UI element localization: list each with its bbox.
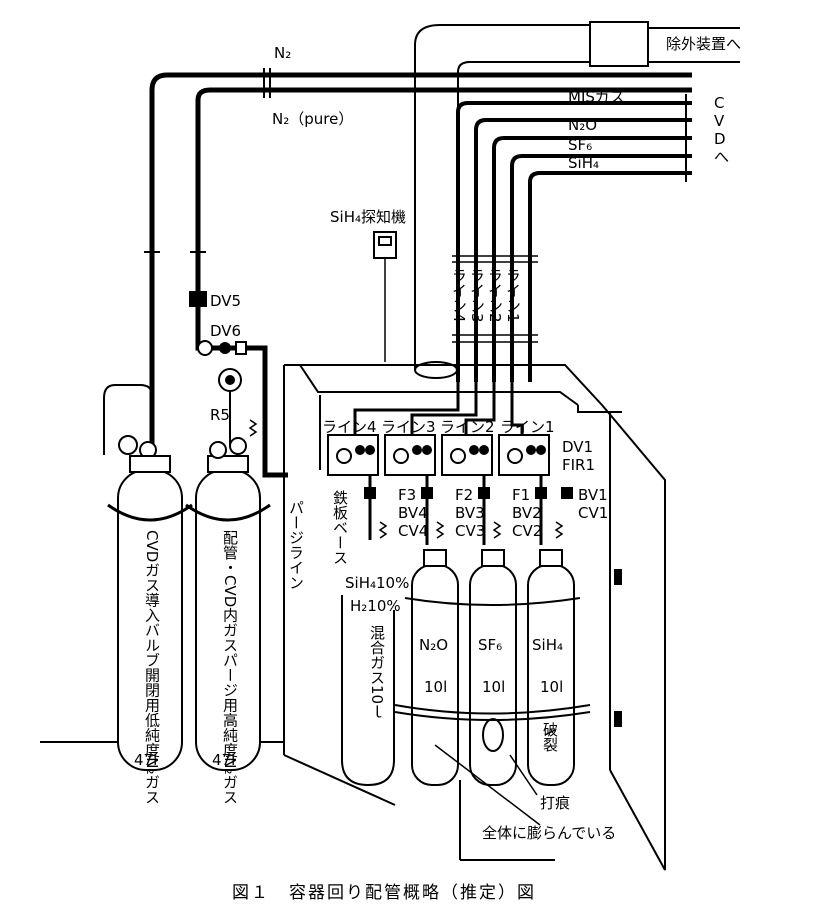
n2-pure-label: N₂（pure） <box>272 110 353 128</box>
box-line3-label: ライン3 <box>381 418 436 436</box>
box-line4-label: ライン4 <box>322 418 377 436</box>
cvd-label-c: C <box>714 94 724 112</box>
cylinder-sf6 <box>469 549 517 786</box>
bv1-label: BV1 <box>578 486 608 504</box>
line-collar <box>452 255 538 343</box>
filters <box>364 487 573 499</box>
cylinder-high-purity-volume: 47l <box>212 751 235 769</box>
dv6-valve <box>197 340 247 356</box>
dv5-valve <box>189 291 207 307</box>
cylinder-high-purity-text: 配管・CVD内ガスパージ用高純度N₂ガス <box>221 530 239 805</box>
cylinder-sih4 <box>527 549 575 786</box>
cv1-label: CV1 <box>578 504 608 522</box>
swollen-label: 全体に膨らんでいる <box>482 824 616 842</box>
mis-gas-label: MISガス <box>568 88 625 106</box>
purge-line-label: パージライン <box>287 500 305 590</box>
cvd-label-v: V <box>714 112 725 130</box>
sensor-label: SiH₄探知機 <box>330 208 406 226</box>
n2o-line-label: N₂O <box>568 116 597 134</box>
cv4-label: CV4 <box>398 522 428 540</box>
cylinder-chains <box>394 597 591 721</box>
sf6-line-label: SF₆ <box>568 136 592 154</box>
bv3-label: BV3 <box>455 504 485 522</box>
cvd-gas-lines <box>456 101 692 382</box>
valve-box-2 <box>441 434 493 476</box>
cvd-label-he: へ <box>714 148 729 166</box>
cv3-label: CV3 <box>455 522 485 540</box>
n2-line <box>149 72 692 760</box>
valve-box-4 <box>327 434 379 476</box>
r5-label: R5 <box>210 406 230 424</box>
exhaust-duct <box>414 21 740 379</box>
dv6-label: DV6 <box>210 322 241 340</box>
cv2-label: CV2 <box>512 522 542 540</box>
n2-pure-line <box>195 87 692 478</box>
cylinder-sih4-label: SiH₄ <box>532 636 563 654</box>
cylinder-mixed-gas <box>341 595 395 787</box>
f2-label: F2 <box>455 486 473 504</box>
line2-vertical-label: ライン2 <box>486 268 504 323</box>
cylinder-sf6-volume: 10l <box>482 678 505 696</box>
annotation-arrows <box>434 729 556 826</box>
dv5-label: DV5 <box>210 292 241 310</box>
sih4-sensor <box>373 231 397 362</box>
f1-label: F1 <box>512 486 530 504</box>
bv2-label: BV2 <box>512 504 542 522</box>
mixed-gas-label: 混合ガス10ｌ <box>368 625 386 719</box>
cylinder-low-purity-text: CVDガス導入バルブ開閉用低純度N₂ガス <box>143 530 161 805</box>
sih4-10-label: SiH₄10% <box>345 574 409 592</box>
figure-caption: 図１ 容器回り配管概略（推定）図 <box>232 883 536 903</box>
pipe-joints <box>144 68 271 253</box>
h2-10-label: H₂10% <box>350 597 401 615</box>
fir1-label: FIR1 <box>562 456 595 474</box>
rupture-label: 破裂 <box>541 722 559 752</box>
cvd-label-d: D <box>714 130 726 148</box>
cylinder-n2o <box>411 549 459 786</box>
f3-label: F3 <box>398 486 416 504</box>
check-valves <box>378 521 564 539</box>
removal-device-label: 除外装置へ <box>666 35 741 53</box>
valve-box-1 <box>498 434 550 476</box>
line4-vertical-label: ライン4 <box>450 268 468 323</box>
cylinder-n2o-volume: 10l <box>424 678 447 696</box>
dent-label: 打痕 <box>540 794 570 812</box>
line3-vertical-label: ライン3 <box>468 268 486 323</box>
cylinder-high-purity-n2 <box>185 437 271 771</box>
cylinder-sf6-label: SF₆ <box>478 636 502 654</box>
box-line1-label: ライン1 <box>500 418 555 436</box>
iron-base-label: 鉄板ベース <box>331 490 349 565</box>
cylinder-n2o-label: N₂O <box>419 636 448 654</box>
dv1-label: DV1 <box>562 438 593 456</box>
bv4-label: BV4 <box>398 504 428 522</box>
gas-cabinet <box>283 364 666 871</box>
cylinder-low-purity-n2 <box>107 455 193 771</box>
cylinder-sih4-volume: 10l <box>540 678 563 696</box>
inner-piping <box>353 382 543 545</box>
r5-regulator <box>218 368 258 445</box>
sih4-line-label: SiH₄ <box>568 154 599 172</box>
n2-label: N₂ <box>274 44 291 62</box>
valve-box-3 <box>384 434 436 476</box>
cylinder-low-purity-volume: 47l <box>134 751 157 769</box>
box-line2-label: ライン2 <box>440 418 495 436</box>
line1-vertical-label: ライン1 <box>504 268 522 323</box>
